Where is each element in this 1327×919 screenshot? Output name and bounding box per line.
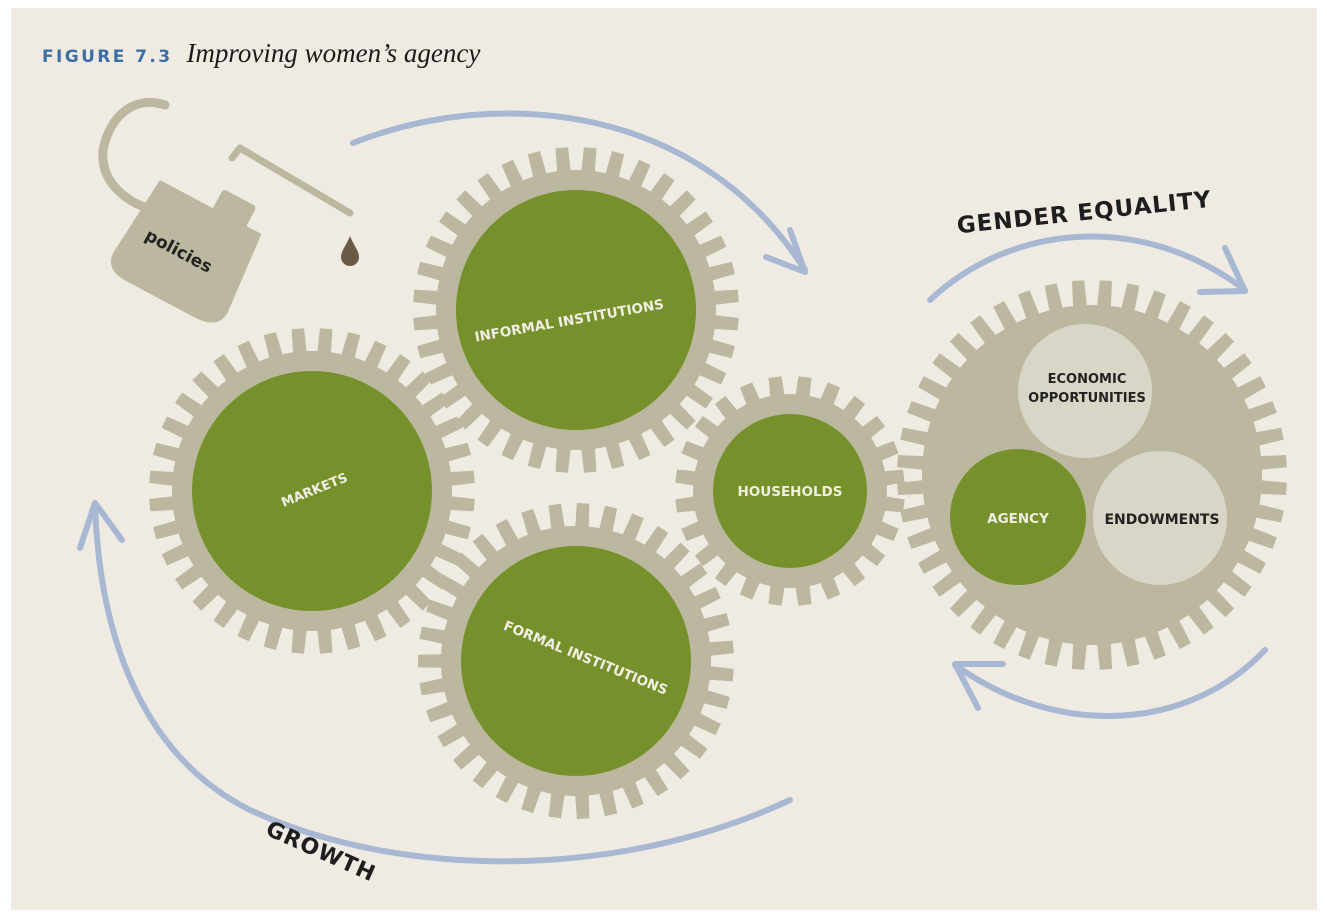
endowments-circle <box>1093 451 1227 585</box>
oil-can: policies <box>98 97 354 323</box>
figure-title: Improving women’s agency <box>186 38 481 68</box>
gender-equality-arrow <box>927 233 1248 303</box>
agency-circle <box>950 449 1086 585</box>
growth-label: GROWTH <box>262 817 379 888</box>
formal-institutions-circle <box>461 546 691 776</box>
economic-opportunities-circle <box>1018 324 1152 458</box>
growth-arrow <box>77 500 793 865</box>
agency-label: AGENCY <box>987 511 1049 527</box>
markets-circle <box>192 371 432 611</box>
households-label: HOUSEHOLDS <box>738 484 843 500</box>
endowments-label: ENDOWMENTS <box>1104 512 1219 528</box>
informal-institutions-circle <box>456 190 696 430</box>
oil-drop-icon <box>341 236 359 266</box>
return-arrow <box>952 647 1268 719</box>
figure-label: FIGURE 7.3 <box>42 47 173 67</box>
economic-opportunities-label-line1: ECONOMIC <box>1048 372 1127 387</box>
top-cycle-arrow <box>350 110 808 275</box>
figure-heading: FIGURE 7.3 Improving women’s agency <box>42 38 480 69</box>
households-circle <box>713 414 867 568</box>
gender-equality-label: GENDER EQUALITY <box>956 187 1213 240</box>
economic-opportunities-label-line2: OPPORTUNITIES <box>1028 391 1146 406</box>
